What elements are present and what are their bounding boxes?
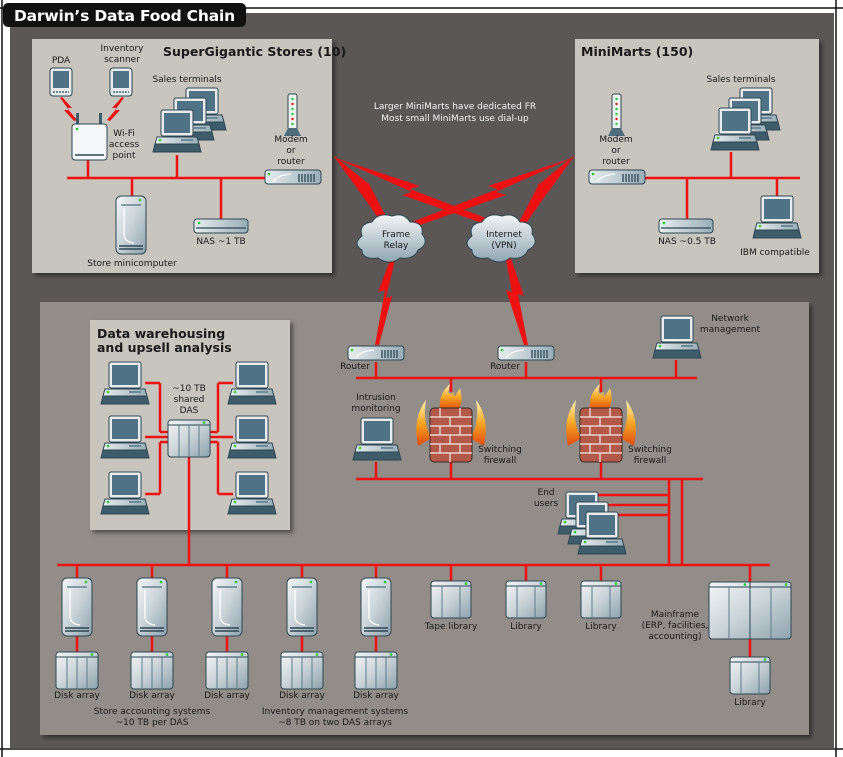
library-label: Library	[585, 622, 617, 632]
internet-label-2: (VPN)	[491, 241, 517, 251]
store-accounting-label-1: Store accounting systems	[93, 707, 211, 717]
pda-label: PDA	[51, 56, 71, 66]
inventory-systems-label-1: Inventory management systems	[261, 707, 409, 717]
wifi-label-1: Wi-Fi	[113, 129, 135, 139]
network-links	[57, 152, 800, 657]
minimarts-title: MiniMarts (150)	[581, 44, 694, 59]
minicomputer-label: Store minicomputer	[87, 259, 177, 269]
minimart-modem-label-1: Modem	[599, 135, 633, 145]
frame-relay-label-2: Relay	[383, 241, 409, 251]
minimart-router-icon	[588, 169, 646, 185]
router-icon	[497, 345, 555, 361]
disk-array-label: Disk array	[129, 691, 175, 701]
frame-relay-cloud	[356, 214, 426, 263]
scanner-label-2: scanner	[104, 55, 140, 65]
frame-relay-label-1: Frame	[381, 230, 411, 240]
minimart-modem-label-2: or	[611, 146, 621, 156]
warehouse-title-1: Data warehousing	[97, 326, 226, 341]
server-icon	[286, 577, 318, 637]
store-minicomputer-icon	[115, 195, 147, 255]
disk-array-icon	[354, 651, 398, 690]
nas-label: NAS ~1 TB	[196, 237, 246, 247]
firewall1-label-1: Switching	[478, 445, 522, 455]
pda-icon	[49, 67, 73, 97]
diagram-title: Darwin’s Data Food Chain	[14, 7, 235, 25]
intrusion-label-2: monitoring	[351, 404, 401, 414]
disk-array-icon	[55, 651, 99, 690]
minimart-nas-icon	[658, 218, 714, 234]
router-label-2: Router	[490, 362, 520, 372]
wan-note-2: Most small MiniMarts use dial-up	[381, 114, 529, 124]
wan-lightning-links	[60, 97, 575, 345]
library-icon	[580, 580, 622, 619]
tape-library-label: Tape library	[424, 622, 478, 632]
title-tab: Darwin’s Data Food Chain	[3, 3, 246, 27]
firewall2-label-1: Switching	[628, 445, 672, 455]
inventory-systems-label-2: ~8 TB on two DAS arrays	[278, 718, 392, 728]
server-icon	[61, 577, 93, 637]
tape-library-icon	[430, 580, 472, 619]
shared-das-icon	[167, 419, 211, 458]
intrusion-label-1: Intrusion	[356, 393, 396, 403]
firewall2-label-2: firewall	[633, 456, 667, 466]
disk-array-label: Disk array	[353, 691, 399, 701]
store-accounting-label-2: ~10 TB per DAS	[115, 718, 189, 728]
warehouse-title-2: and upsell analysis	[97, 340, 232, 355]
mainframe-icon	[708, 581, 792, 640]
ibm-compatible-label: IBM compatible	[740, 248, 810, 258]
end-users-label-1: End	[537, 488, 555, 498]
modem-label-3: router	[277, 157, 305, 167]
das-label-3: DAS	[179, 406, 199, 416]
disk-array-label: Disk array	[279, 691, 325, 701]
wifi-access-point-icon	[71, 113, 108, 161]
disk-array-label: Disk array	[54, 691, 100, 701]
disk-array-icon	[205, 651, 249, 690]
library-icon	[505, 580, 547, 619]
store-router-icon	[264, 169, 322, 185]
mainframe-label-2: (ERP, facilities,	[641, 621, 709, 631]
mainframe-label-1: Mainframe	[650, 610, 700, 620]
internet-label-1: Internet	[486, 230, 522, 240]
minimart-nas-label: NAS ~0.5 TB	[658, 237, 716, 247]
das-label-1: ~10 TB	[172, 384, 206, 394]
modem-label-1: Modem	[274, 135, 308, 145]
internet-vpn-cloud	[466, 214, 536, 263]
sales-terminals-label: Sales terminals	[152, 75, 222, 85]
inventory-scanner-icon	[109, 67, 133, 97]
disk-array-icon	[130, 651, 174, 690]
network-mgmt-label-2: management	[699, 325, 761, 335]
disk-array-label: Disk array	[204, 691, 250, 701]
firewall1-label-2: firewall	[483, 456, 517, 466]
network-mgmt-label-1: Network	[711, 314, 749, 324]
scanner-label-1: Inventory	[100, 44, 144, 54]
wan-note-1: Larger MiniMarts have dedicated FR	[373, 102, 537, 112]
router-label-1: Router	[340, 362, 370, 372]
wifi-label-3: point	[112, 151, 136, 161]
super-stores-title: SuperGigantic Stores (10)	[163, 44, 347, 59]
das-label-2: shared	[173, 395, 205, 405]
modem-label-2: or	[286, 146, 296, 156]
mainframe-library-icon	[729, 656, 771, 695]
server-icon	[360, 577, 392, 637]
minimart-modem-label-3: router	[602, 157, 630, 167]
server-icon	[211, 577, 243, 637]
library-label: Library	[510, 622, 542, 632]
server-icon	[136, 577, 168, 637]
end-users-label-2: users	[533, 499, 559, 509]
minimart-sales-terminals-label: Sales terminals	[706, 75, 776, 85]
wifi-label-2: access	[108, 140, 140, 150]
mainframe-label-3: accounting)	[648, 632, 702, 642]
disk-array-icon	[280, 651, 324, 690]
store-nas-icon	[193, 218, 249, 234]
router-icon	[347, 345, 405, 361]
mainframe-library-label: Library	[734, 698, 766, 708]
